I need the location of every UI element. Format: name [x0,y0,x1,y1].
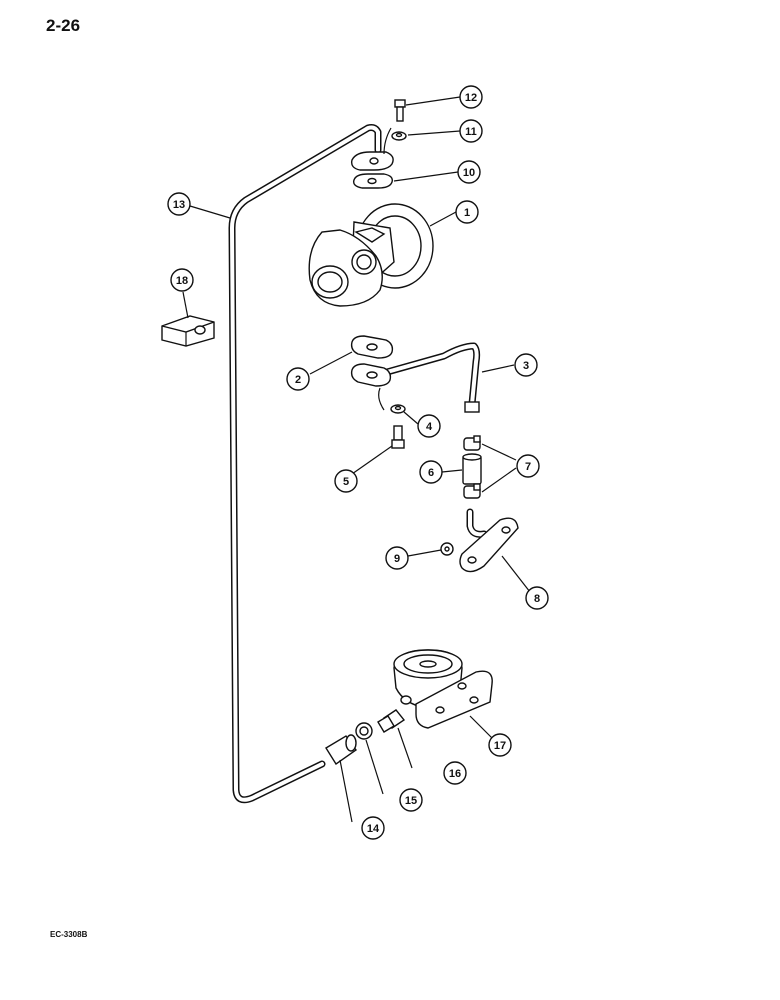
callout-9: 9 [385,546,409,570]
elbow-flange [459,508,519,573]
callout-7: 7 [516,454,540,478]
svg-text:9: 9 [394,553,400,565]
callout-16: 16 [443,761,467,785]
hose-clamp-lower [463,483,481,499]
bolt-12 [394,99,406,122]
callout-14: 14 [361,816,385,840]
svg-text:10: 10 [463,167,475,179]
hose [462,453,482,485]
callout-8: 8 [525,586,549,610]
connector-housing [393,649,493,729]
adapter-fitting [377,709,406,733]
svg-text:17: 17 [494,740,506,752]
callout-4: 4 [417,414,441,438]
washer-11 [391,131,407,141]
svg-text:8: 8 [534,593,540,605]
callout-15: 15 [399,788,423,812]
washer-9 [440,542,454,556]
callout-11: 11 [459,119,483,143]
svg-text:16: 16 [449,768,461,780]
turbocharger [308,203,434,307]
svg-text:14: 14 [367,823,380,835]
hose-14 [325,734,357,765]
svg-text:11: 11 [465,126,477,138]
hose-clamp-upper [463,435,481,451]
svg-text:3: 3 [523,360,529,372]
page-number: 2-26 [46,16,81,35]
callout-2: 2 [286,367,310,391]
leader-lines [182,96,531,823]
bolt-5 [391,425,405,449]
gasket-10 [352,173,394,189]
svg-text:4: 4 [426,421,433,433]
hose-clamp-15 [355,722,373,740]
svg-text:2: 2 [295,374,301,386]
callout-13: 13 [167,192,191,216]
callout-10: 10 [457,160,481,184]
callout-5: 5 [334,469,358,493]
drain-tube [350,342,481,413]
svg-text:12: 12 [465,92,477,104]
callout-6: 6 [419,460,443,484]
callout-3: 3 [514,353,538,377]
svg-text:15: 15 [405,795,417,807]
svg-text:7: 7 [525,461,531,473]
washer-4 [390,404,406,414]
callout-12: 12 [459,85,483,109]
return-tube [228,124,382,804]
gasket-2-upper [350,335,394,359]
document-code: EC-3308B [50,930,88,939]
svg-text:5: 5 [343,476,349,488]
svg-text:1: 1 [464,207,470,219]
tube-clip [161,315,215,347]
svg-text:18: 18 [176,275,188,287]
callout-1: 1 [455,200,479,224]
top-flange [350,151,394,171]
callout-17: 17 [488,733,512,757]
callout-18: 18 [170,268,194,292]
svg-text:6: 6 [428,467,434,479]
svg-text:13: 13 [173,199,185,211]
